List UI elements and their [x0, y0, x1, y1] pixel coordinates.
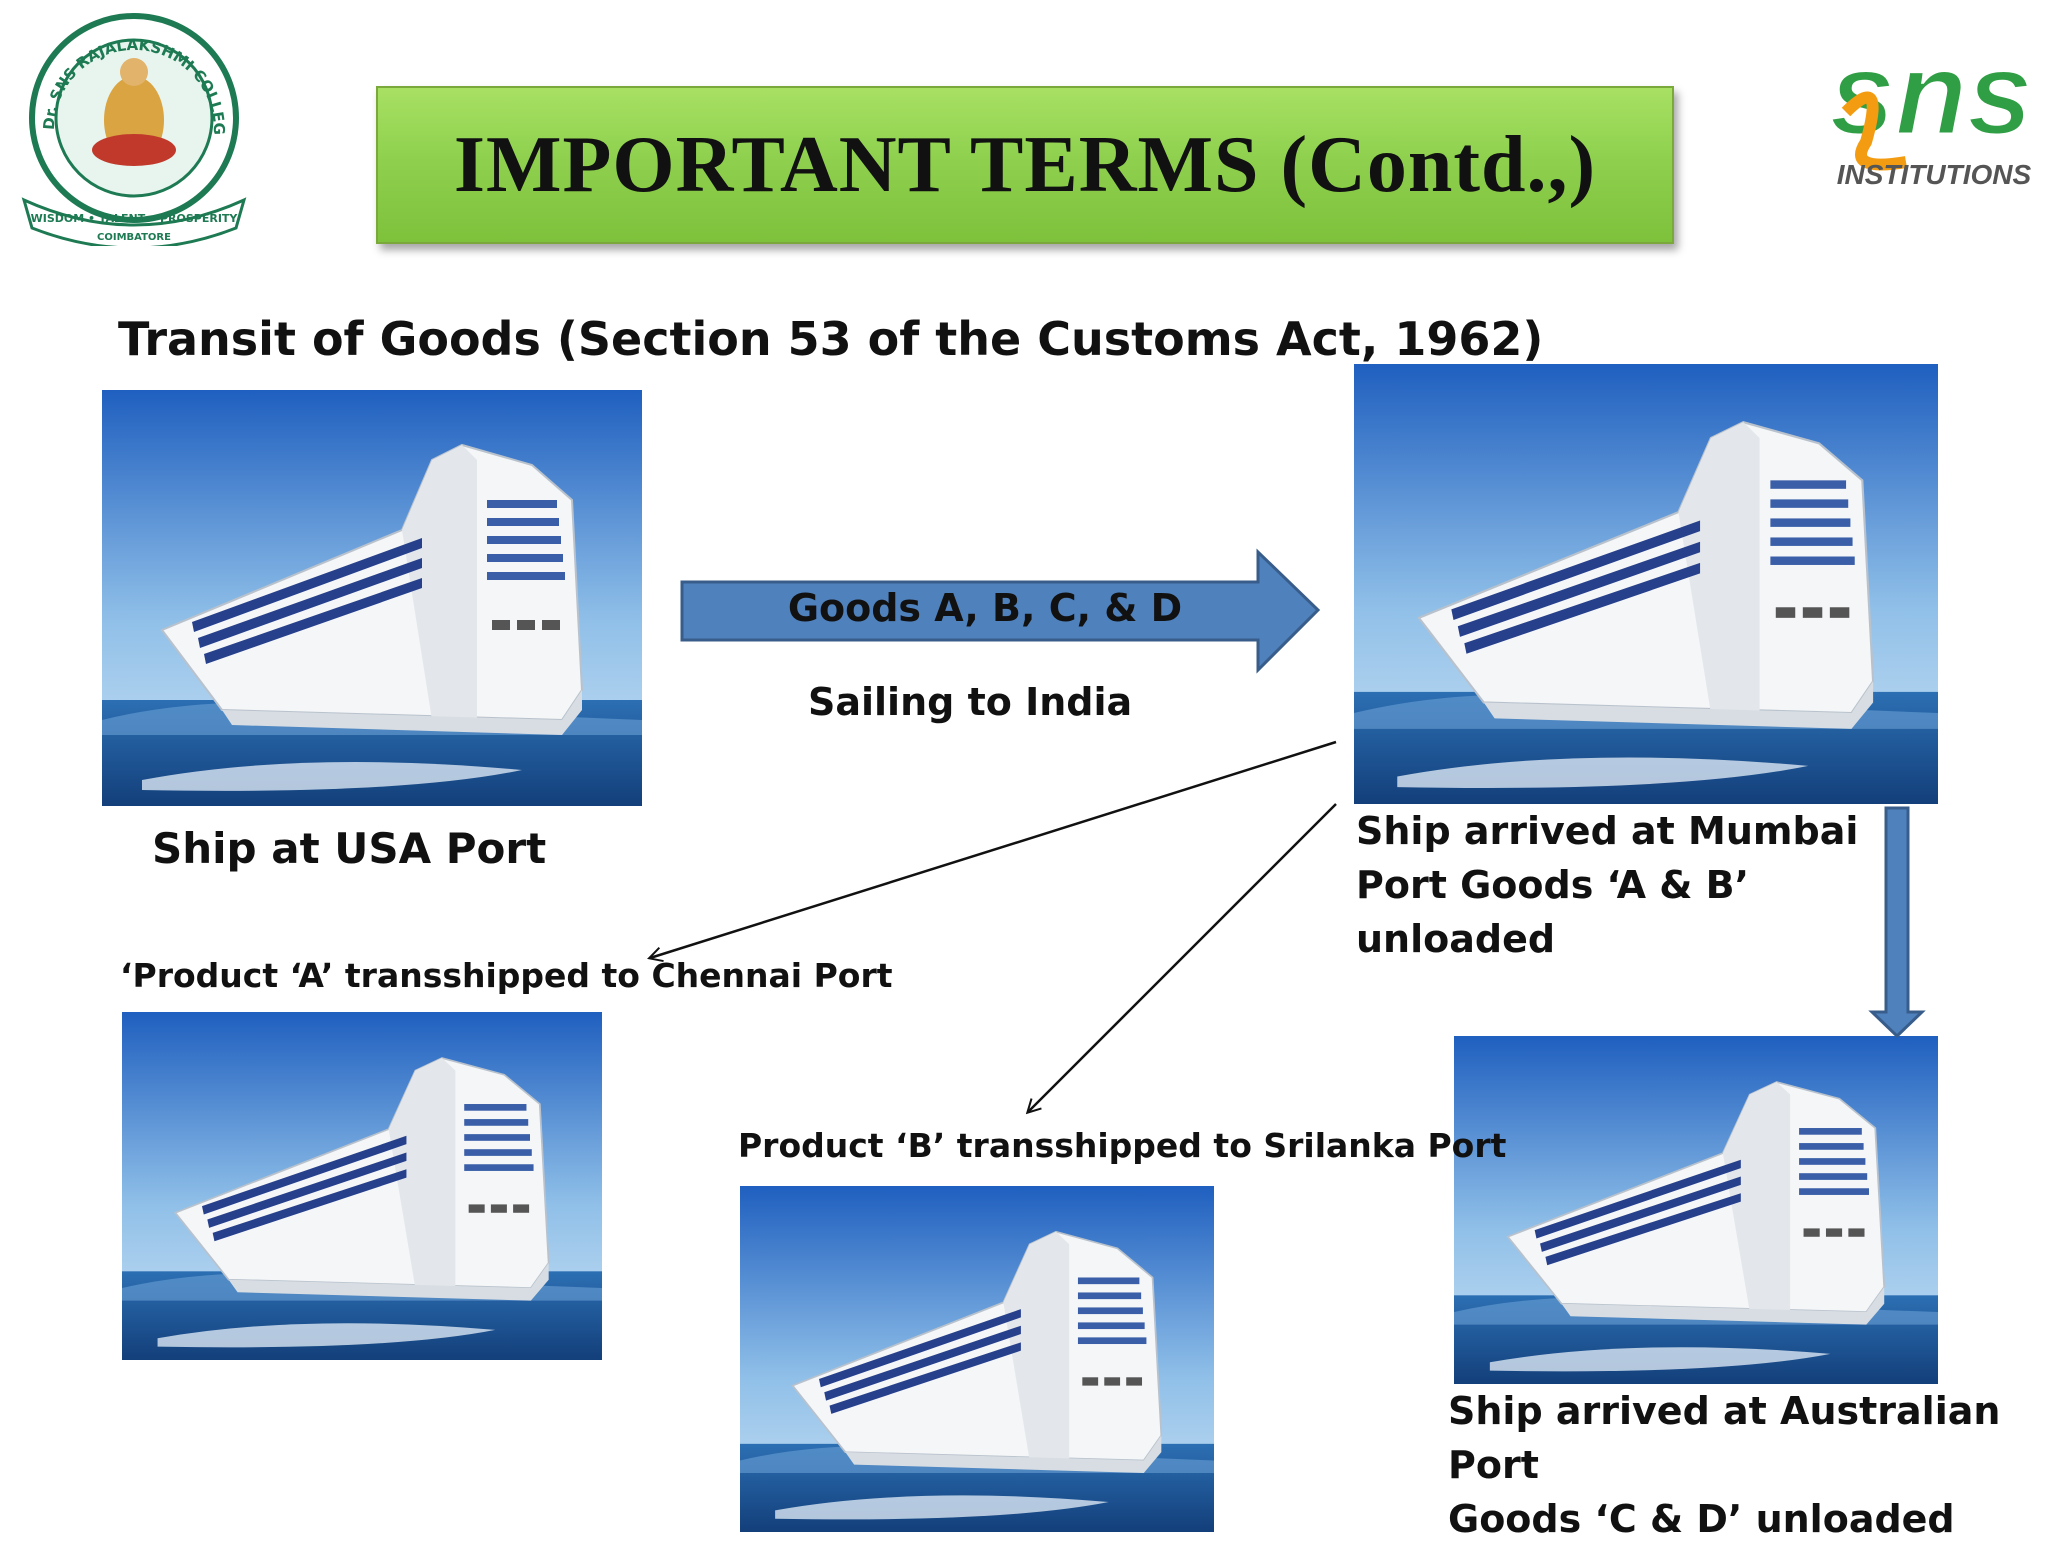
mumbai-label-line1: Ship arrived at Mumbai: [1356, 809, 1859, 853]
seal-city: COIMBATORE: [97, 232, 171, 243]
section-heading: Transit of Goods (Section 53 of the Cust…: [118, 312, 1544, 366]
college-seal-logo: Dr. SNS RAJALAKSHMI COLLEGE OF ARTS AND …: [0, 0, 262, 250]
australia-label-line1: Ship arrived at Australian Port: [1448, 1389, 2001, 1487]
connector-to-srilanka: [1028, 803, 1337, 1112]
srilanka-port-label: Product ‘B’ transshipped to Srilanka Por…: [738, 1126, 1507, 1165]
down-block-arrow: [1868, 806, 1926, 1039]
ship-image-usa: [102, 390, 642, 806]
mumbai-label-line3: unloaded: [1356, 917, 1556, 961]
connector-to-chennai: [650, 740, 1337, 958]
seal-motto: WISDOM • TALENT • PROSPERITY: [31, 212, 239, 225]
ship-image-australia: [1454, 1036, 1938, 1384]
goods-arrow-label: Goods A, B, C, & D: [787, 586, 1183, 630]
australia-port-label: Ship arrived at Australian Port Goods ‘C…: [1448, 1384, 2038, 1546]
usa-port-label: Ship at USA Port: [152, 824, 547, 873]
australia-label-line2: Goods ‘C & D’ unloaded: [1448, 1497, 1955, 1541]
sns-institutions-logo: sns INSTITUTIONS: [1826, 12, 2036, 208]
ship-image-mumbai: [1354, 364, 1938, 804]
mumbai-port-label: Ship arrived at Mumbai Port Goods ‘A & B…: [1356, 804, 1876, 966]
sailing-label: Sailing to India: [808, 680, 1133, 724]
sns-logo-subtext: INSTITUTIONS: [1837, 159, 2032, 190]
ship-image-srilanka: [740, 1186, 1214, 1532]
mumbai-label-line2: Port Goods ‘A & B’: [1356, 863, 1750, 907]
page-title: IMPORTANT TERMS (Contd.,): [453, 120, 1597, 209]
ship-image-chennai: [122, 1012, 602, 1360]
title-banner: IMPORTANT TERMS (Contd.,): [376, 86, 1674, 244]
chennai-port-label: ‘Product ‘A’ transshipped to Chennai Por…: [120, 956, 893, 995]
